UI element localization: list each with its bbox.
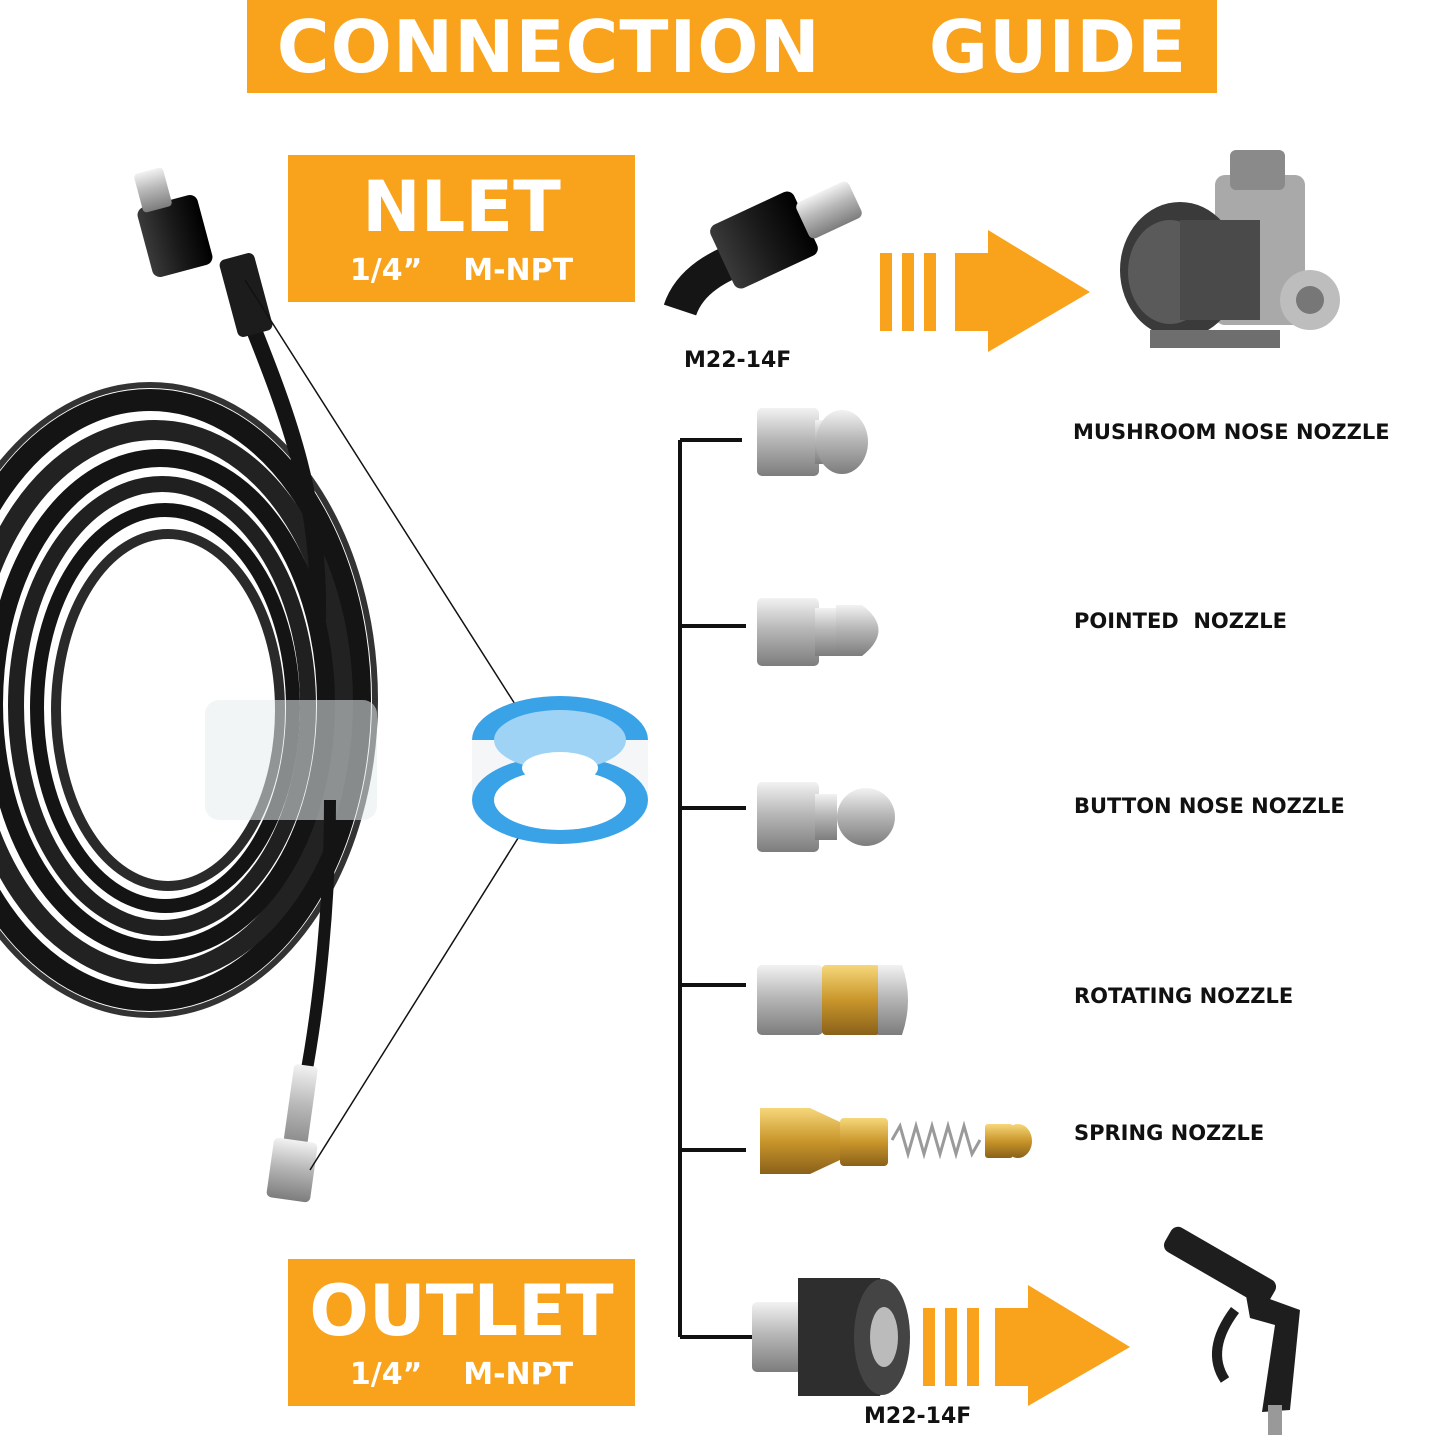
thread-tape-icon [472, 696, 648, 844]
nozzle-branch-lines [678, 438, 752, 1339]
inlet-fitting-icon [134, 167, 273, 337]
outlet-fitting-icon [266, 1064, 318, 1203]
top-arrow-icon [880, 230, 1090, 352]
nozzle-label-spring: SPRING NOZZLE [1074, 1121, 1265, 1145]
nozzle-label-mushroom: MUSHROOM NOSE NOZZLE [1073, 420, 1390, 444]
wrap-tape-icon [205, 700, 377, 820]
nozzle-label-button: BUTTON NOSE NOZZLE [1074, 794, 1345, 818]
nozzle-label-rotating: ROTATING NOZZLE [1074, 984, 1294, 1008]
top-fitting-code: M22-14F [684, 348, 792, 373]
spray-gun-icon [1163, 1226, 1300, 1435]
page-title: CONNECTION GUIDE [276, 4, 1188, 89]
nozzle-label-pointed: POINTED NOZZLE [1074, 609, 1287, 633]
top-fitting-icon [663, 181, 862, 317]
outlet-spec: 1/4” M-NPT [349, 1356, 574, 1392]
outlet-title: OUTLET [309, 1269, 614, 1352]
bottom-arrow-icon [923, 1285, 1130, 1406]
bottom-fitting-icon [752, 1278, 910, 1396]
outlet-label-box: OUTLET 1/4” M-NPT [288, 1259, 635, 1406]
spring-nozzle-icon [760, 1108, 1032, 1174]
mushroom-nozzle-icon [757, 408, 868, 476]
bottom-fitting-code: M22-14F [864, 1404, 972, 1429]
pump-icon [1120, 150, 1340, 348]
rotating-nozzle-icon [757, 965, 908, 1035]
title-banner: CONNECTION GUIDE [247, 0, 1217, 93]
inlet-label-box: NLET 1/4” M-NPT [288, 155, 635, 302]
inlet-spec: 1/4” M-NPT [349, 252, 574, 288]
button-nozzle-icon [757, 782, 895, 852]
pointed-nozzle-icon [757, 598, 879, 666]
inlet-title: NLET [362, 165, 561, 248]
